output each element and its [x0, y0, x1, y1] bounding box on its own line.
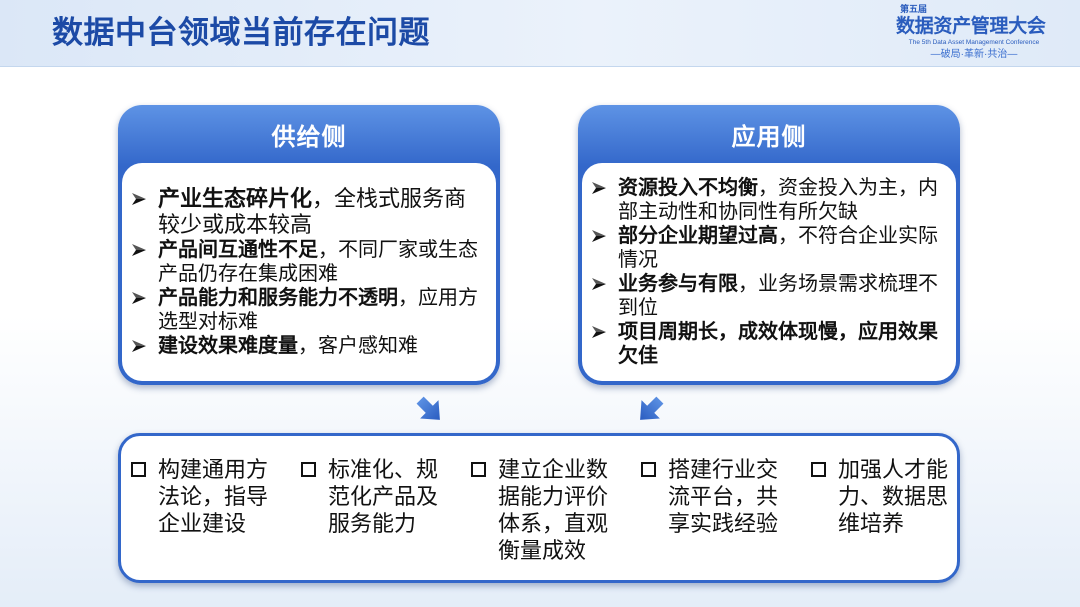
- arrowhead-bullet-icon: [592, 181, 606, 195]
- supply-item-1: 产业生态碎片化，全栈式服务商较少或成本较高: [132, 186, 482, 238]
- measure-text: 标准化、规范化产品及服务能力: [328, 457, 439, 536]
- title-bar: 数据中台领域当前存在问题 第五届 数据资产管理大会 The 5th Data A…: [0, 0, 1080, 67]
- item-detail: ，不符合企业实际情况: [618, 225, 938, 271]
- measure-item-2: 标准化、规范化产品及服务能力: [301, 456, 471, 566]
- item-detail: ，客户感知难: [298, 335, 418, 357]
- item-keyword: 产品能力和服务能力不透明: [158, 287, 398, 309]
- supply-side-title: 供给侧: [271, 123, 347, 151]
- measure-text: 构建通用方法论，指导企业建设: [158, 457, 269, 536]
- square-checkbox-icon: [471, 462, 486, 477]
- supply-item-3: 产品能力和服务能力不透明，应用方选型对标难: [132, 286, 482, 334]
- supply-item-4: 建设效果难度量，客户感知难: [132, 334, 482, 358]
- item-keyword: 资源投入不均衡: [618, 177, 758, 199]
- item-keyword: 产业生态碎片化: [158, 186, 313, 211]
- conference-logo: 第五届 数据资产管理大会 The 5th Data Asset Manageme…: [896, 4, 1052, 62]
- supply-item-2: 产品间互通性不足，不同厂家或生态产品仍存在集成困难: [132, 238, 482, 286]
- item-keyword: 产品间互通性不足: [158, 239, 318, 261]
- application-item-4: 项目周期长，成效体现慢，应用效果欠佳: [592, 320, 942, 368]
- item-keyword: 业务参与有限: [618, 273, 738, 295]
- logo-name: 数据资产管理大会: [896, 16, 1046, 37]
- measure-item-1: 构建通用方法论，指导企业建设: [131, 456, 301, 566]
- application-side-header: 应用侧: [578, 105, 960, 163]
- application-side-title: 应用侧: [731, 123, 807, 151]
- arrowhead-bullet-icon: [592, 325, 606, 339]
- application-item-3: 业务参与有限，业务场景需求梳理不到位: [592, 272, 942, 320]
- arrowhead-bullet-icon: [132, 339, 146, 353]
- arrowhead-bullet-icon: [132, 291, 146, 305]
- arrowhead-bullet-icon: [592, 229, 606, 243]
- arrowhead-bullet-icon: [132, 243, 146, 257]
- application-item-2: 部分企业期望过高，不符合企业实际情况: [592, 224, 942, 272]
- supply-side-list: 产业生态碎片化，全栈式服务商较少或成本较高 产品间互通性不足，不同厂家或生态产品…: [122, 163, 496, 381]
- measure-text: 建立企业数据能力评价体系，直观衡量成效: [498, 457, 609, 563]
- arrowhead-bullet-icon: [132, 192, 146, 206]
- item-keyword: 部分企业期望过高: [618, 225, 778, 247]
- logo-slogan: —破局·革新·共治—: [930, 49, 1018, 60]
- measure-item-3: 建立企业数据能力评价体系，直观衡量成效: [471, 456, 641, 566]
- logo-english-name: The 5th Data Asset Management Conference: [908, 39, 1040, 46]
- item-detail: ，业务场景需求梳理不到位: [618, 273, 938, 319]
- square-checkbox-icon: [641, 462, 656, 477]
- application-side-panel: 应用侧 资源投入不均衡，资金投入为主，内部主动性和协同性有所欠缺 部分企业期望过…: [578, 105, 960, 385]
- square-checkbox-icon: [811, 462, 826, 477]
- supply-side-header: 供给侧: [118, 105, 500, 163]
- logo-edition: 第五届: [900, 4, 928, 14]
- measure-text: 加强人才能力、数据思维培养: [838, 457, 949, 536]
- measures-panel: 构建通用方法论，指导企业建设 标准化、规范化产品及服务能力 建立企业数据能力评价…: [118, 433, 960, 583]
- item-keyword: 建设效果难度量: [158, 335, 298, 357]
- item-keyword: 项目周期长，成效体现慢，应用效果欠佳: [618, 321, 938, 367]
- square-checkbox-icon: [131, 462, 146, 477]
- arrow-down-left-icon: [629, 389, 671, 431]
- square-checkbox-icon: [301, 462, 316, 477]
- item-detail: ，全栈式服务商较少或成本较高: [158, 186, 467, 237]
- item-detail: ，应用方选型对标难: [158, 287, 478, 333]
- item-detail: ，资金投入为主，内部主动性和协同性有所欠缺: [618, 177, 938, 223]
- measure-text: 搭建行业交流平台，共享实践经验: [668, 457, 779, 536]
- measure-item-5: 加强人才能力、数据思维培养: [811, 456, 957, 566]
- arrowhead-bullet-icon: [592, 277, 606, 291]
- slide-title: 数据中台领域当前存在问题: [52, 15, 430, 50]
- arrow-down-right-icon: [409, 389, 451, 431]
- measure-item-4: 搭建行业交流平台，共享实践经验: [641, 456, 811, 566]
- application-item-1: 资源投入不均衡，资金投入为主，内部主动性和协同性有所欠缺: [592, 176, 942, 224]
- item-detail: ，不同厂家或生态产品仍存在集成困难: [158, 239, 478, 285]
- supply-side-panel: 供给侧 产业生态碎片化，全栈式服务商较少或成本较高 产品间互通性不足，不同厂家或…: [118, 105, 500, 385]
- application-side-list: 资源投入不均衡，资金投入为主，内部主动性和协同性有所欠缺 部分企业期望过高，不符…: [582, 163, 956, 381]
